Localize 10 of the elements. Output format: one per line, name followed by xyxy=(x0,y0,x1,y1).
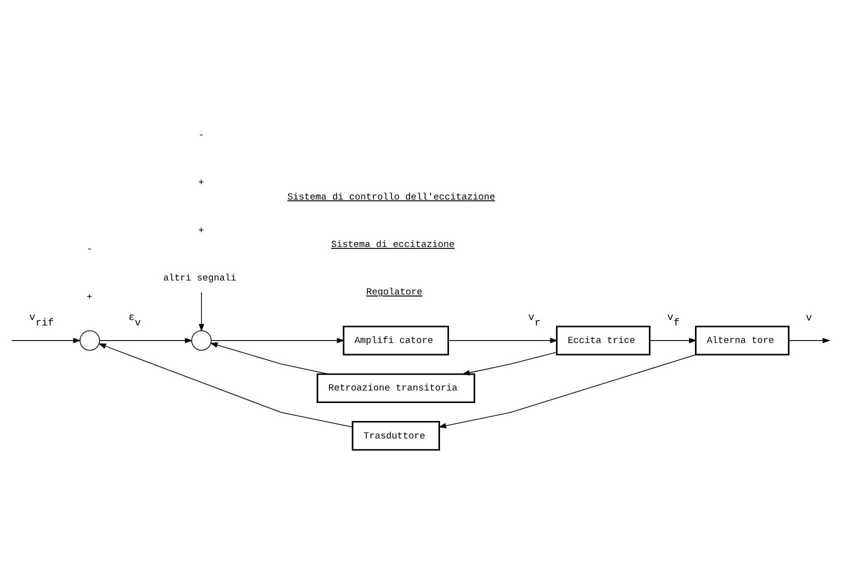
label: + xyxy=(198,224,204,236)
label: Regolatore xyxy=(366,286,422,298)
node-text: altri segnali xyxy=(163,272,236,284)
label: + xyxy=(198,177,204,188)
label: - xyxy=(86,244,92,255)
label: - xyxy=(198,130,204,141)
edge-label: v xyxy=(806,314,812,325)
label: Sistema di eccitazione xyxy=(331,238,455,250)
label: + xyxy=(86,291,92,302)
label: Sistema di controllo dell'eccitazione xyxy=(287,191,496,202)
